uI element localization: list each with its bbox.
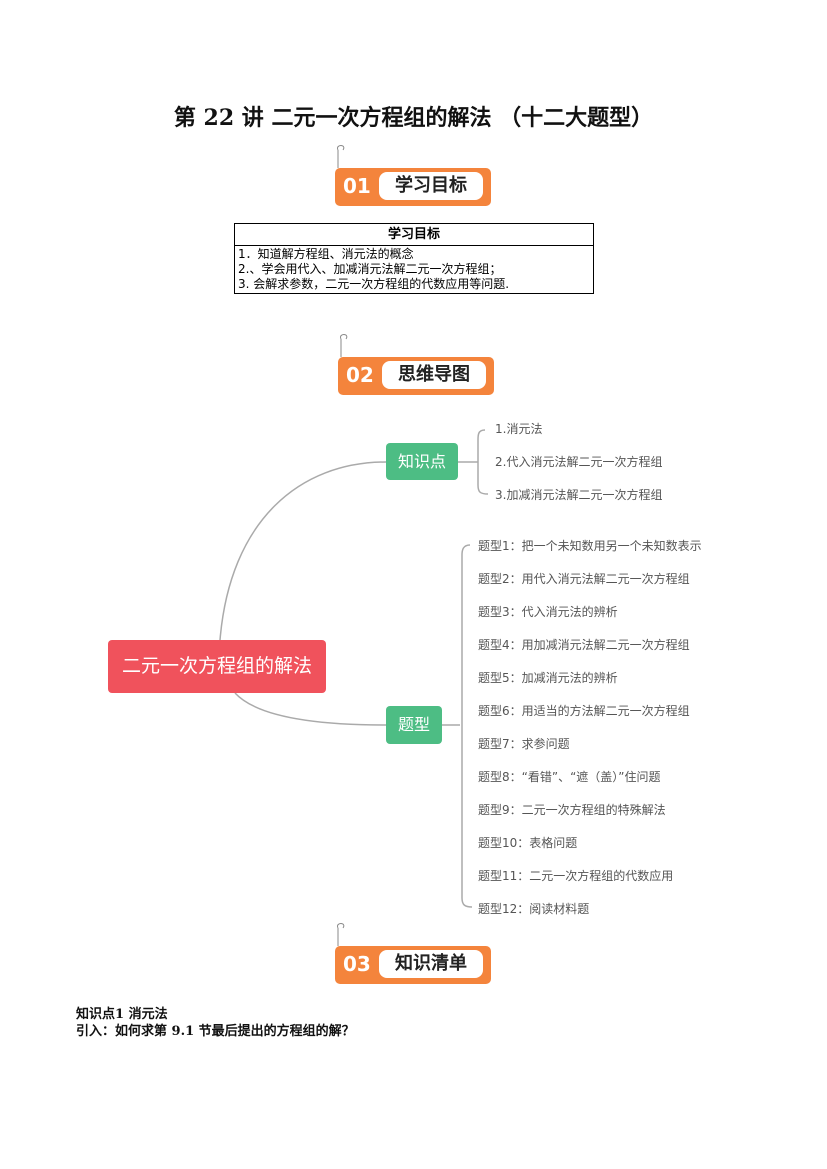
mindmap-leaf: 题型9：二元一次方程组的特殊解法	[478, 803, 666, 817]
mindmap-leaf: 题型3：代入消元法的辨析	[478, 605, 618, 619]
section-number: 01	[343, 174, 371, 198]
mindmap-leaf: 题型7：求参问题	[478, 737, 570, 751]
knowledge-intro: 引入：如何求第 9.1 节最后提出的方程组的解？	[76, 1024, 355, 1039]
page-title: 第 22 讲 二元一次方程组的解法 （十二大题型）	[173, 105, 654, 131]
mindmap-leaf: 题型2：用代入消元法解二元一次方程组	[478, 572, 690, 586]
mindmap-leaf: 3.加减消元法解二元一次方程组	[495, 488, 663, 502]
mindmap-leaf: 题型1：把一个未知数用另一个未知数表示	[478, 539, 702, 553]
mindmap-root: 二元一次方程组的解法	[108, 640, 326, 693]
section-label: 知识清单	[379, 950, 483, 978]
pin-icon	[337, 923, 345, 946]
mindmap-leaf: 题型12：阅读材料题	[478, 902, 590, 916]
pin-icon	[340, 334, 348, 357]
goal-item: 3. 会解求参数，二元一次方程组的代数应用等问题.	[238, 277, 510, 291]
section-badge-goals: 01 学习目标	[335, 145, 491, 206]
goal-item: 2.、学会用代入、加减消元法解二元一次方程组；	[238, 262, 502, 276]
section-label: 思维导图	[382, 361, 486, 389]
mindmap-leaf: 题型6：用适当的方法解二元一次方程组	[478, 704, 690, 718]
mindmap-leaf: 2.代入消元法解二元一次方程组	[495, 455, 663, 469]
mindmap-leaf: 题型4：用加减消元法解二元一次方程组	[478, 638, 690, 652]
section-badge-knowledge: 03 知识清单	[335, 923, 491, 984]
mindmap-leaf: 1.消元法	[495, 422, 543, 436]
mindmap-leaf: 题型11：二元一次方程组的代数应用	[478, 869, 674, 883]
mindmap-leaf: 题型8：“看错”、“遮（盖）”住问题	[478, 770, 661, 784]
goals-table: 学习目标 1．知道解方程组、消元法的概念 2.、学会用代入、加减消元法解二元一次…	[234, 223, 594, 294]
pin-icon	[337, 145, 345, 168]
mindmap-branch-knowledge: 知识点	[386, 443, 458, 480]
section-number: 02	[346, 363, 374, 387]
mindmap-leaf: 题型5：加减消元法的辨析	[478, 671, 618, 685]
knowledge-heading: 知识点1 消元法	[76, 1007, 168, 1022]
mindmap-branch-types: 题型	[386, 706, 442, 744]
section-number: 03	[343, 952, 371, 976]
section-label: 学习目标	[379, 172, 483, 200]
goal-item: 1．知道解方程组、消元法的概念	[238, 247, 414, 261]
section-badge-mindmap: 02 思维导图	[338, 334, 494, 395]
mindmap-leaf: 题型10：表格问题	[478, 836, 578, 850]
